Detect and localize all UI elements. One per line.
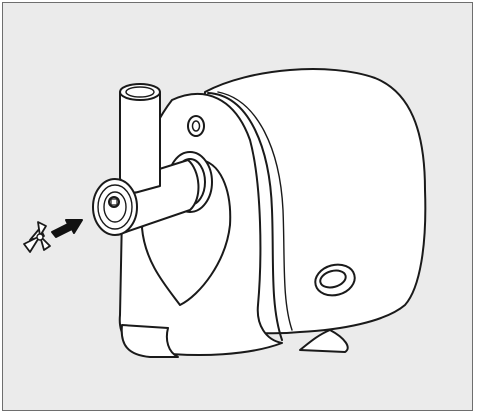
insert-arrow	[52, 220, 82, 237]
feed-neck	[120, 92, 160, 192]
feed-neck-opening-inner	[126, 87, 154, 97]
auger-shaft-square	[111, 199, 117, 205]
cross-blade	[24, 222, 50, 252]
base-foot-right	[300, 330, 348, 352]
top-knob-center	[193, 121, 200, 131]
